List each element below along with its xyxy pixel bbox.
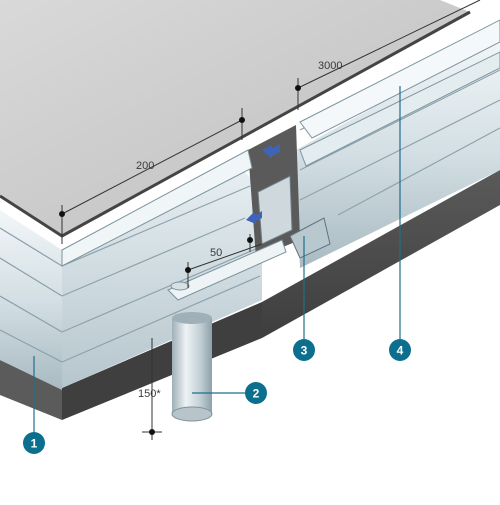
callout-1-label: 1 xyxy=(31,437,38,451)
callout-1: 1 xyxy=(23,432,45,454)
front-gutter-body xyxy=(62,172,262,388)
dimension-50: 50 xyxy=(210,247,222,259)
callout-3-label: 3 xyxy=(301,344,308,358)
dimension-150: 150* xyxy=(138,388,161,400)
left-gutter-face xyxy=(0,210,62,390)
left-gutter-profiles xyxy=(0,227,63,363)
roof-surface xyxy=(0,0,470,236)
dimension-200: 200 xyxy=(136,160,154,172)
front-upper-piece xyxy=(61,149,253,267)
front-corner-lip xyxy=(167,239,287,301)
callout-4: 4 xyxy=(389,339,411,361)
joint-arrow-lower xyxy=(246,211,262,224)
downpipe-top xyxy=(172,312,212,324)
front-gutter-profiles xyxy=(61,185,261,363)
callout-2: 2 xyxy=(245,382,267,404)
downpipe xyxy=(172,318,212,414)
dimension-dots xyxy=(59,85,301,435)
corner-inner-face xyxy=(257,175,293,245)
left-base-strip xyxy=(0,360,62,420)
callout-3: 3 xyxy=(293,339,315,361)
leader-lines xyxy=(33,86,401,440)
joint-arrow-upper xyxy=(262,144,280,159)
downpipe-bottom xyxy=(171,406,213,422)
outlet-stub xyxy=(170,281,190,291)
right-gutter-cap xyxy=(299,19,500,139)
right-base-strip xyxy=(262,170,500,338)
dimension-3000: 3000 xyxy=(318,60,342,72)
callout-4-label: 4 xyxy=(397,344,404,358)
connector-piece xyxy=(289,217,331,259)
callout-2-label: 2 xyxy=(253,387,260,401)
